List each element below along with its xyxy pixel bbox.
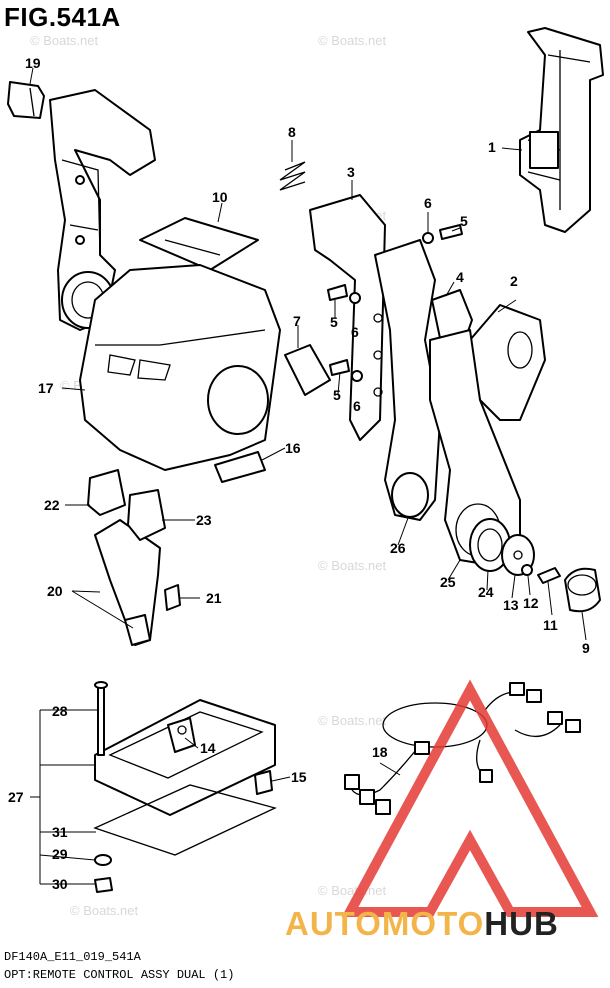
part-17-cover (79, 264, 281, 471)
callout-30: 30 (52, 876, 68, 892)
callout-15: 15 (291, 769, 307, 785)
logo-part-hub: HUB (484, 905, 559, 942)
callout-10: 10 (212, 189, 228, 205)
part-16-plate (214, 451, 266, 483)
part-31-gasket (93, 784, 277, 856)
logo-part-auto: AUTO (285, 905, 382, 942)
callout-19: 19 (25, 55, 41, 71)
part-18-harness (344, 682, 581, 815)
callout-1: 1 (488, 139, 496, 155)
part-10-plate (139, 217, 259, 271)
watermark: © Boats.net (318, 713, 387, 728)
part-20-bracket (94, 519, 161, 646)
part-14-block (167, 717, 196, 753)
part-5-screw (329, 359, 350, 376)
callout-24: 24 (478, 584, 494, 600)
callout-4: 4 (456, 269, 464, 285)
part-15-clip (254, 770, 273, 795)
callout-16: 16 (285, 440, 301, 456)
callout-25: 25 (440, 574, 456, 590)
watermark: © Boats.net (318, 558, 387, 573)
automotohub-logo: AUTOMOTOHUB (285, 905, 559, 943)
part-6-washer (349, 292, 361, 304)
part-6-washer (422, 232, 434, 244)
watermark: © Boats.net (318, 883, 387, 898)
part-3-housing (309, 194, 386, 441)
callout-22: 22 (44, 497, 60, 513)
callout-27: 27 (8, 789, 24, 805)
callout-29: 29 (52, 846, 68, 862)
callout-26: 26 (390, 540, 406, 556)
callout-12: 12 (523, 595, 539, 611)
callout-6: 6 (351, 324, 359, 340)
callout-31: 31 (52, 824, 68, 840)
callout-5: 5 (333, 387, 341, 403)
part-8-spring (279, 161, 306, 191)
part-30-nut (94, 877, 113, 893)
callout-5: 5 (460, 213, 468, 229)
callout-18: 18 (372, 744, 388, 760)
callout-6: 6 (424, 195, 432, 211)
part-9-cap (564, 567, 601, 613)
part-11-screw (537, 567, 561, 584)
part-29-washer (94, 854, 112, 866)
part-1-remote-control-assy (519, 27, 604, 233)
callout-20: 20 (47, 583, 63, 599)
part-19-cap (7, 81, 45, 119)
part-7-clip (284, 344, 331, 396)
callout-6: 6 (353, 398, 361, 414)
part-26-arm (374, 239, 441, 521)
callout-5: 5 (330, 314, 338, 330)
callout-13: 13 (503, 597, 519, 613)
part-23-switch (127, 489, 166, 541)
part-2-lever (469, 304, 546, 421)
watermarks: © Boats.net © Boats.net © Boats.net © Bo… (30, 33, 387, 918)
watermark: © Boats.net (30, 33, 99, 48)
callout-9: 9 (582, 640, 590, 656)
callout-2: 2 (510, 273, 518, 289)
part-6-washer (351, 370, 363, 382)
leader-lines (29, 67, 587, 885)
screws-and-washers (327, 224, 463, 382)
part-28-screw (94, 681, 108, 756)
callout-8: 8 (288, 124, 296, 140)
figure-title: FIG.541A (4, 2, 121, 32)
part-22-switch (87, 469, 126, 516)
part-27-case (94, 699, 276, 816)
watermark: © Boats.net (318, 33, 387, 48)
callouts: 1 2 3 4 5 5 5 6 6 6 7 8 9 10 11 12 13 14… (8, 55, 590, 892)
callout-14: 14 (200, 740, 216, 756)
callout-7: 7 (293, 313, 301, 329)
callout-11: 11 (543, 617, 558, 633)
part-5-screw (439, 224, 463, 240)
callout-3: 3 (347, 164, 355, 180)
diagram-code: DF140A_E11_019_541A (4, 950, 141, 964)
callout-23: 23 (196, 512, 212, 528)
diagram-description: OPT:REMOTE CONTROL ASSY DUAL (1) (4, 968, 235, 982)
watermark: © Boats.net (70, 903, 139, 918)
part-12-washer (521, 564, 533, 576)
callout-21: 21 (206, 590, 222, 606)
callout-17: 17 (38, 380, 54, 396)
logo-triangle (341, 679, 599, 917)
part-5-screw (327, 284, 348, 301)
logo-part-moto: MOTO (381, 905, 485, 942)
callout-28: 28 (52, 703, 68, 719)
part-21-screw (164, 584, 181, 611)
